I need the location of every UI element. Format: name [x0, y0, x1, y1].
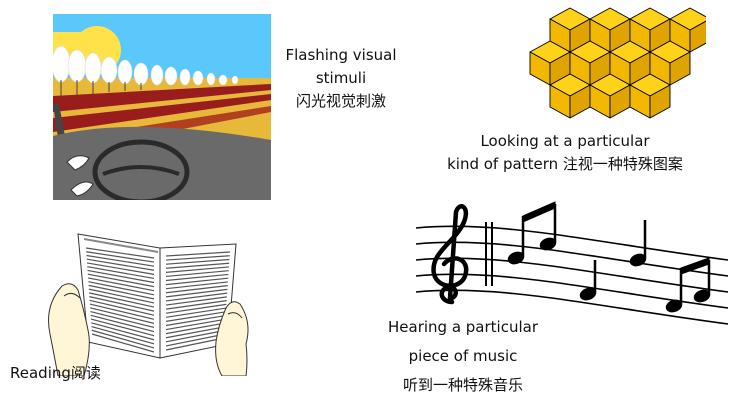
book-text-line — [165, 303, 227, 314]
flashing-caption-line-1: Flashing visual — [285, 46, 397, 64]
book-text-line — [165, 292, 228, 302]
reading-caption-line-1: Reading阅读 — [10, 364, 101, 382]
book-text-line — [90, 318, 155, 337]
book-text-line — [165, 314, 226, 327]
cube-pattern-illustration — [529, 7, 706, 119]
open-book-illustration — [48, 233, 249, 376]
pattern-caption: Looking at a particular kind of pattern … — [414, 130, 716, 176]
book-text-line — [87, 269, 155, 284]
book-text-line — [88, 288, 155, 304]
treble-clef-icon — [431, 204, 469, 305]
book-text-line — [86, 251, 155, 263]
music-caption-line-3: 听到一种特殊音乐 — [402, 376, 523, 394]
book-text-line — [165, 281, 228, 290]
book-text-line — [165, 318, 226, 331]
book-text-line — [165, 270, 229, 278]
book-text-line — [89, 292, 155, 308]
book-text-line — [165, 273, 229, 282]
book-text-line — [165, 326, 225, 339]
book-text-line — [86, 254, 155, 267]
book-text-line — [90, 307, 155, 324]
book-text-line — [165, 285, 228, 294]
book-text-line — [165, 311, 226, 322]
book-text-line — [165, 251, 231, 257]
book-text-line — [91, 333, 155, 353]
music-caption-line-2: piece of music — [408, 347, 518, 365]
book-text-line — [165, 329, 225, 343]
book-text-line — [165, 307, 227, 318]
book-text-line — [91, 322, 155, 341]
reading-caption: Reading阅读 — [10, 362, 101, 385]
book-text-line — [87, 277, 155, 292]
book-text-line — [91, 329, 155, 349]
book-text-line — [165, 277, 229, 286]
book-text-line — [86, 262, 155, 275]
book-text-line — [165, 333, 225, 347]
book-text-line — [165, 322, 226, 335]
music-caption: Hearing a particular piece of music 听到一种… — [370, 316, 556, 397]
book-text-line — [89, 296, 155, 312]
book-text-line — [86, 258, 155, 271]
flashing-caption-line-3: 闪光视觉刺激 — [295, 92, 386, 110]
book-text-line — [165, 337, 225, 351]
book-text-line — [89, 299, 155, 316]
book-text-line — [165, 296, 227, 306]
book-text-line — [165, 288, 228, 298]
cube-face — [649, 84, 671, 119]
music-staff-illustration — [415, 201, 729, 325]
book-text-line — [90, 314, 155, 333]
book-text-line — [88, 284, 155, 300]
book-text-line — [89, 303, 155, 320]
book-text-line — [87, 266, 155, 280]
book-text-line — [165, 262, 230, 269]
book-text-line — [85, 247, 155, 259]
book-text-line — [91, 325, 155, 345]
book-text-line — [88, 281, 155, 296]
pattern-caption-line-2: kind of pattern 注视一种特殊图案 — [447, 155, 683, 173]
music-caption-line-1: Hearing a particular — [388, 318, 538, 336]
flashing-stimuli-caption: Flashing visual stimuli 闪光视觉刺激 — [278, 44, 404, 113]
book-text-line — [87, 273, 155, 288]
flashing-caption-line-2: stimuli — [315, 69, 367, 87]
book-text-line — [165, 266, 230, 273]
book-text-line — [165, 258, 230, 265]
pattern-caption-line-1: Looking at a particular — [480, 132, 650, 150]
book-text-line — [165, 300, 227, 310]
book-text-line — [165, 255, 230, 261]
book-text-line — [90, 310, 155, 329]
car-driving-illustration — [53, 14, 271, 200]
